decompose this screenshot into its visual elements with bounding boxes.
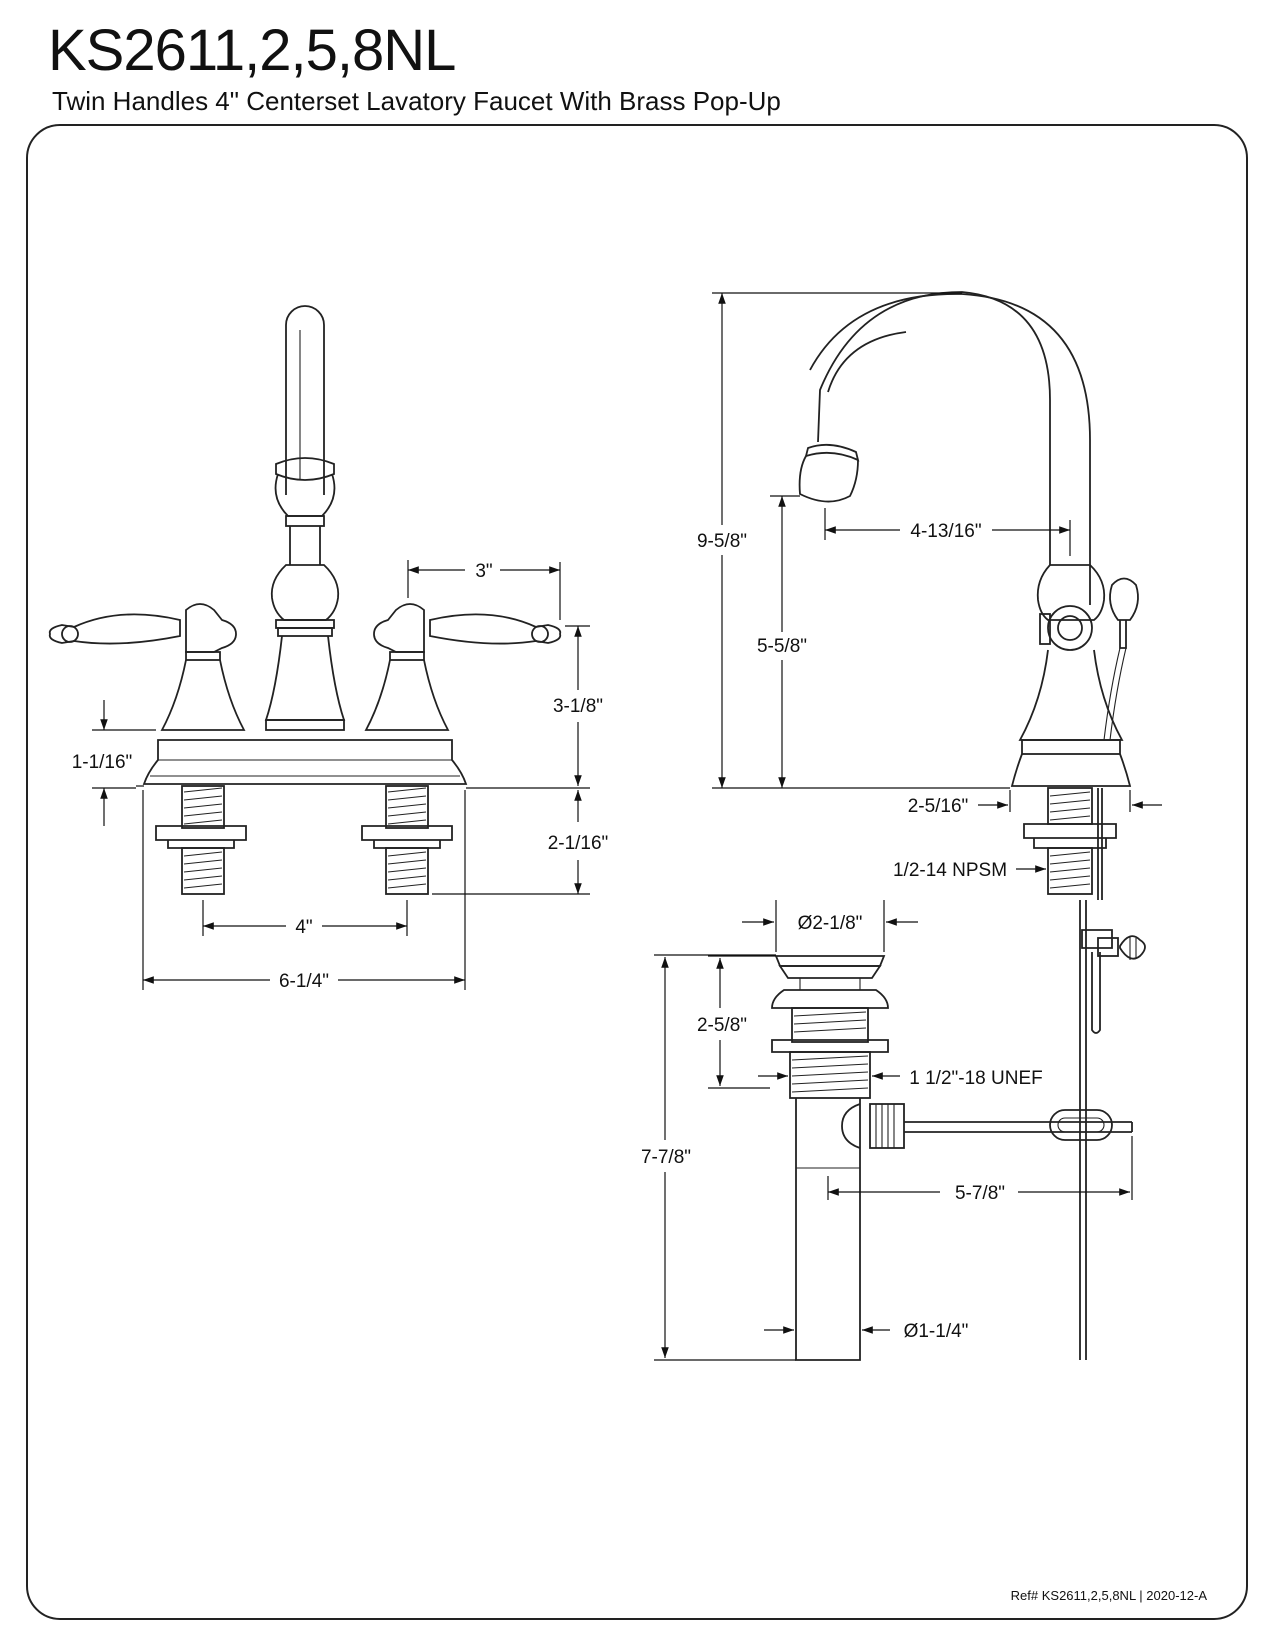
drain-assembly [771, 900, 1146, 1361]
drawing-reference: Ref# KS2611,2,5,8NL | 2020-12-A [1010, 1588, 1207, 1603]
front-view-faucet [48, 305, 562, 895]
dim-overall-height: 9-5/8" [697, 531, 747, 552]
dim-rod-length: 5-7/8" [955, 1183, 1005, 1204]
product-description: Twin Handles 4" Centerset Lavatory Fauce… [52, 86, 781, 116]
model-title: KS2611,2,5,8NL [48, 18, 456, 83]
dim-drain-body-height: 2-5/8" [697, 1015, 747, 1036]
dim-base-width: 6-1/4" [279, 971, 329, 992]
dim-tailpiece-diameter: Ø1-1/4" [904, 1321, 969, 1342]
drain-dimensions: Ø2-1/8" 2-5/8" 1 1/2"-18 UNEF 7-7/8" 5-7… [641, 900, 1133, 1361]
dim-drain-thread: 1 1/2"-18 UNEF [909, 1068, 1042, 1089]
dim-center-spacing: 4" [295, 917, 312, 938]
side-view-faucet [798, 291, 1139, 900]
drawing-frame [26, 124, 1248, 1620]
dim-shank-length: 2-1/16" [548, 833, 609, 854]
dim-drain-overall-length: 7-7/8" [641, 1147, 691, 1168]
dim-base-depth: 2-5/16" [908, 796, 969, 817]
dim-base-height: 1-1/16" [72, 752, 133, 773]
dim-supply-thread: 1/2-14 NPSM [893, 860, 1007, 881]
dim-handle-height: 3-1/8" [553, 696, 603, 717]
dim-flange-diameter: Ø2-1/8" [798, 913, 863, 934]
dim-spout-offset: 3" [475, 561, 492, 582]
dim-spout-clearance: 5-5/8" [757, 636, 807, 657]
dim-spout-reach: 4-13/16" [910, 521, 981, 542]
front-view-dimensions: 3" 3-1/8" 1-1/16" 2-1/16" 4" 6-1/4" [72, 560, 609, 992]
side-view-dimensions: 9-5/8" 5-5/8" 4-13/16" 2-5/16" 1/2-14 NP… [697, 292, 1162, 881]
